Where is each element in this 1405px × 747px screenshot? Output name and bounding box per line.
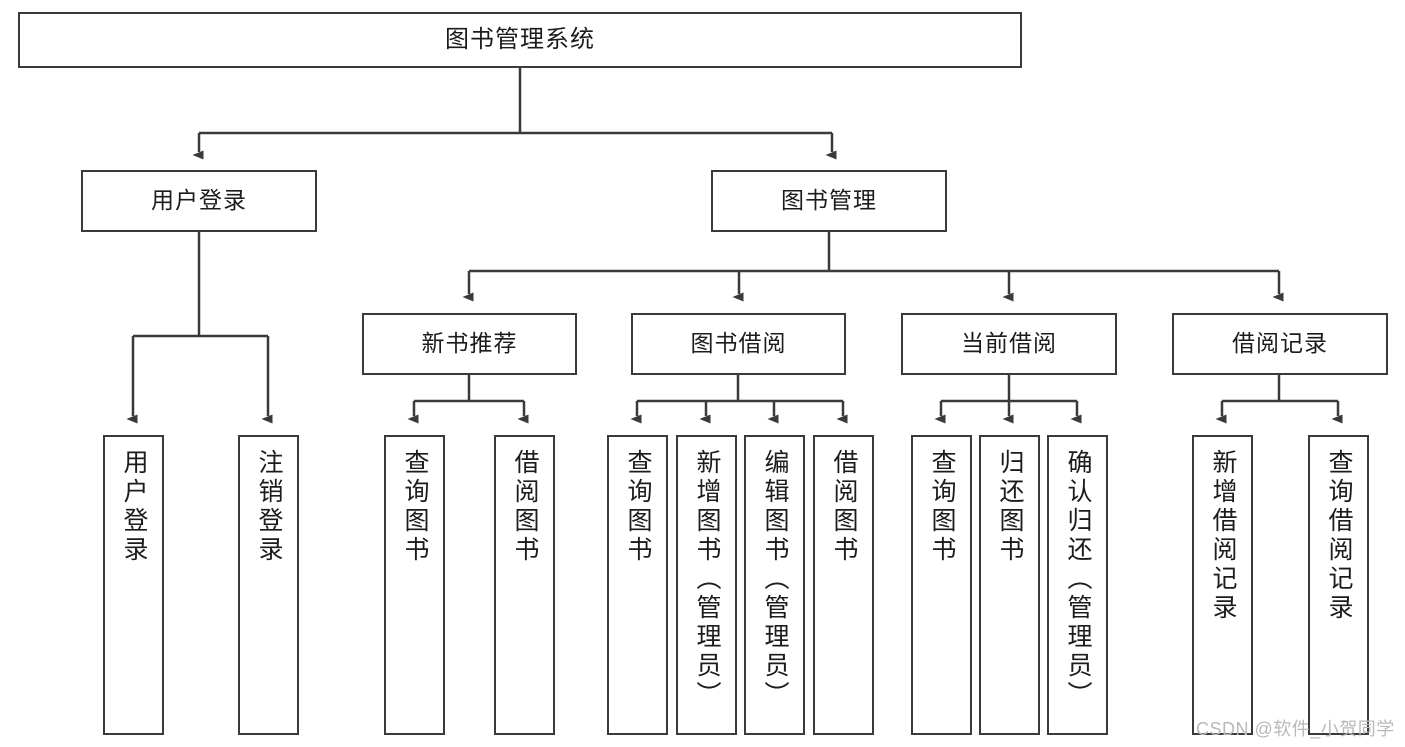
node-label: 借阅图书 (511, 449, 539, 565)
node-new-book-recommend[interactable]: 新书推荐 (362, 313, 577, 375)
leaf-borrow-book-recommend[interactable]: 借阅图书 (494, 435, 555, 735)
node-label: 新增图书（管理员） (693, 449, 721, 710)
node-label: 新增借阅记录 (1209, 449, 1237, 623)
node-label: 用户登录 (120, 449, 148, 565)
node-label: 当前借阅 (961, 330, 1057, 357)
node-book-management[interactable]: 图书管理 (711, 170, 947, 232)
leaf-add-borrow-record[interactable]: 新增借阅记录 (1192, 435, 1253, 735)
leaf-edit-book-admin[interactable]: 编辑图书（管理员） (744, 435, 805, 735)
node-label: 借阅图书 (830, 449, 858, 565)
node-label: 图书借阅 (690, 330, 787, 357)
node-user-login[interactable]: 用户登录 (81, 170, 317, 232)
node-label: 确认归还（管理员） (1064, 449, 1092, 710)
node-current-borrow[interactable]: 当前借阅 (901, 313, 1117, 375)
leaf-user-login[interactable]: 用户登录 (103, 435, 164, 735)
node-label: 新书推荐 (421, 330, 518, 357)
node-label: 图书管理系统 (445, 25, 595, 53)
leaf-query-book-borrow[interactable]: 查询图书 (607, 435, 668, 735)
node-label: 查询借阅记录 (1325, 449, 1353, 623)
node-label: 归还图书 (996, 449, 1024, 565)
leaf-query-book-current[interactable]: 查询图书 (911, 435, 972, 735)
node-borrow-record[interactable]: 借阅记录 (1172, 313, 1388, 375)
node-root-system[interactable]: 图书管理系统 (18, 12, 1022, 68)
node-label: 图书管理 (781, 187, 877, 214)
node-label: 查询图书 (928, 449, 956, 565)
leaf-confirm-return-admin[interactable]: 确认归还（管理员） (1047, 435, 1108, 735)
node-label: 借阅记录 (1232, 330, 1328, 357)
leaf-return-book[interactable]: 归还图书 (979, 435, 1040, 735)
node-label: 查询图书 (624, 449, 652, 565)
node-label: 注销登录 (255, 449, 283, 565)
leaf-logout[interactable]: 注销登录 (238, 435, 299, 735)
node-label: 查询图书 (401, 449, 429, 565)
watermark-text: CSDN @软件_小贺同学 (1196, 719, 1395, 739)
node-book-borrow[interactable]: 图书借阅 (631, 313, 846, 375)
node-label: 用户登录 (151, 187, 247, 214)
leaf-add-book-admin[interactable]: 新增图书（管理员） (676, 435, 737, 735)
node-label: 编辑图书（管理员） (761, 449, 789, 710)
leaf-borrow-book[interactable]: 借阅图书 (813, 435, 874, 735)
leaf-query-book-recommend[interactable]: 查询图书 (384, 435, 445, 735)
leaf-query-borrow-record[interactable]: 查询借阅记录 (1308, 435, 1369, 735)
